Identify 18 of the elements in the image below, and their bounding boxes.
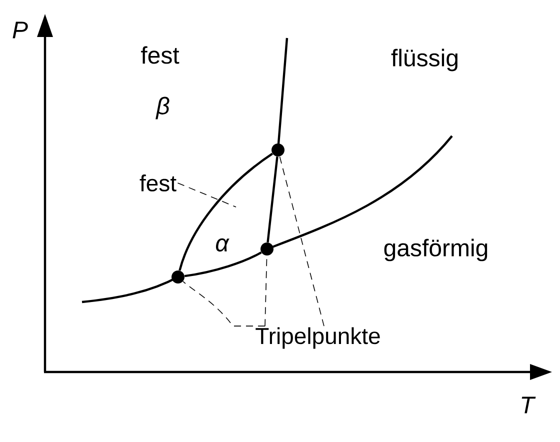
phase-label: α xyxy=(216,238,230,252)
phase-curve xyxy=(266,156,278,242)
triple-point-dot xyxy=(260,242,274,256)
phase-label: fest xyxy=(141,46,180,64)
leader-line xyxy=(177,182,236,208)
phase-label: flüssig xyxy=(391,48,458,72)
phase-curve xyxy=(178,152,274,271)
axis-label: P xyxy=(12,22,28,38)
phase-curve xyxy=(184,251,262,278)
phase-label: β xyxy=(156,96,170,120)
triple-point-dot xyxy=(272,144,284,156)
triple-point-dot xyxy=(172,270,184,284)
leader-line xyxy=(182,281,266,326)
axis-label: T xyxy=(522,396,536,414)
leader-text: fest xyxy=(140,174,176,192)
phase-label: gasförmig xyxy=(384,238,488,262)
leader-text: Tripelpunkte xyxy=(256,327,380,349)
leader-line xyxy=(279,156,324,326)
